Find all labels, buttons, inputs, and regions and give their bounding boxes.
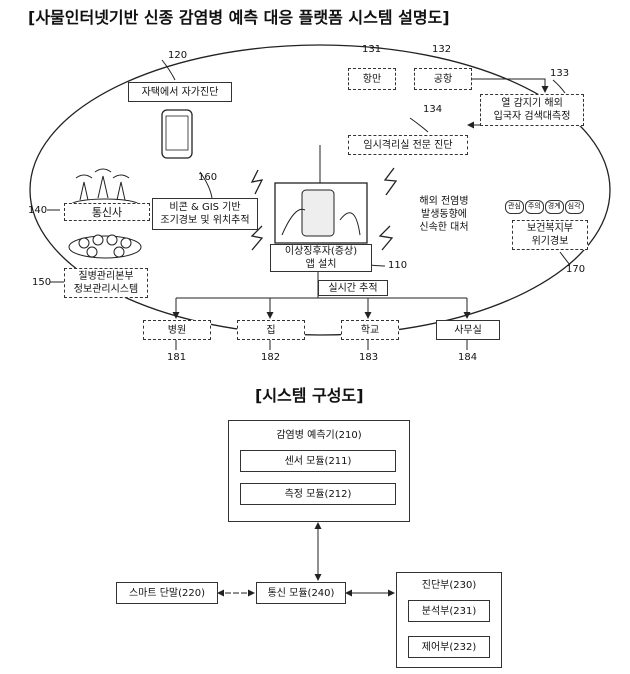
beacon-line-1: 비콘 & GIS 기반 [169, 202, 241, 213]
beacon-line-2: 조기경보 및 위치추적 [160, 215, 250, 226]
kcdc-line-1: 질병관리본부 [78, 271, 134, 282]
telecom-box: 통신사 [64, 203, 150, 221]
alert-level-4: 심각 [564, 200, 584, 214]
ref-134: 134 [423, 104, 443, 115]
quarantine-box: 임시격리실 전문 진단 [348, 135, 468, 155]
alert-level-2: 주의 [524, 200, 544, 214]
school-box: 학교 [341, 320, 399, 340]
ref-184: 184 [458, 352, 478, 363]
ref-150: 150 [32, 277, 52, 288]
predictor-label: 감염병 예측기(210) [276, 430, 362, 441]
realtime-tracking-label: 실시간 추적 [318, 280, 388, 296]
thermal-line-1: 열 감지기 해외 [501, 98, 563, 109]
airport-box: 공항 [414, 68, 472, 90]
alert-level-3: 경계 [544, 200, 564, 214]
kcdc-system-box: 질병관리본부 정보관리시스템 [64, 268, 148, 298]
welfare-alert-box: 보건복지부 위기경보 [512, 220, 588, 250]
welfare-line-1: 보건복지부 [527, 223, 573, 234]
ref-170: 170 [566, 264, 586, 275]
ref-181: 181 [167, 352, 187, 363]
comm-module-box: 통신 모듈(240) [256, 582, 346, 604]
ref-183: 183 [359, 352, 379, 363]
alert-level-strip: 관심 주의 경계 심각 [505, 200, 591, 214]
ref-120: 120 [168, 50, 188, 61]
ref-131: 131 [362, 44, 382, 55]
port-box: 항만 [348, 68, 396, 90]
people-icon [68, 234, 142, 259]
app-install-box: 이상징후자(증상) 앱 설치 [270, 244, 372, 272]
hospital-box: 병원 [143, 320, 211, 340]
kcdc-line-2: 정보관리시스템 [73, 284, 139, 295]
signal-icon [250, 169, 264, 195]
ref-132: 132 [432, 44, 452, 55]
thermal-detector-box: 열 감지기 해외 입국자 검색대측정 [480, 94, 584, 126]
control-box: 제어부(232) [408, 636, 490, 658]
sensor-module-box: 센서 모듈(211) [240, 450, 396, 472]
overseas-line-1: 해외 전염병 [419, 195, 469, 207]
ref-133: 133 [550, 68, 570, 79]
ref-140: 140 [28, 205, 48, 216]
beacon-gis-box: 비콘 & GIS 기반 조기경보 및 위치추적 [152, 198, 258, 230]
alert-level-1: 관심 [505, 200, 524, 214]
overseas-response-text: 해외 전염병 발생동향에 신속한 대처 [406, 191, 482, 237]
ref-110: 110 [388, 260, 408, 271]
signal-icon [250, 225, 264, 251]
smart-terminal-box: 스마트 단말(220) [116, 582, 218, 604]
ref-160: 160 [198, 172, 218, 183]
home-box: 집 [237, 320, 305, 340]
signal-icon [383, 167, 398, 196]
ref-182: 182 [261, 352, 281, 363]
app-line-2: 앱 설치 [305, 259, 337, 270]
flow-ellipse [29, 44, 611, 336]
diagnosis-label: 진단부(230) [421, 580, 477, 591]
self-diagnosis-box: 자택에서 자가진단 [128, 82, 232, 102]
office-box: 사무실 [436, 320, 500, 340]
app-line-1: 이상징후자(증상) [284, 246, 358, 257]
welfare-line-2: 위기경보 [531, 236, 569, 247]
thermal-line-2: 입국자 검색대측정 [493, 111, 571, 122]
analysis-box: 분석부(231) [408, 600, 490, 622]
overseas-line-2: 발생동향에 [421, 208, 467, 220]
main-title: [사물인터넷기반 신종 감염병 예측 대응 플랫폼 시스템 설명도] [28, 8, 450, 27]
signal-icon [378, 225, 394, 251]
overseas-line-3: 신속한 대처 [419, 221, 469, 233]
measure-module-box: 측정 모듈(212) [240, 483, 396, 505]
section-title: [시스템 구성도] [255, 386, 364, 405]
